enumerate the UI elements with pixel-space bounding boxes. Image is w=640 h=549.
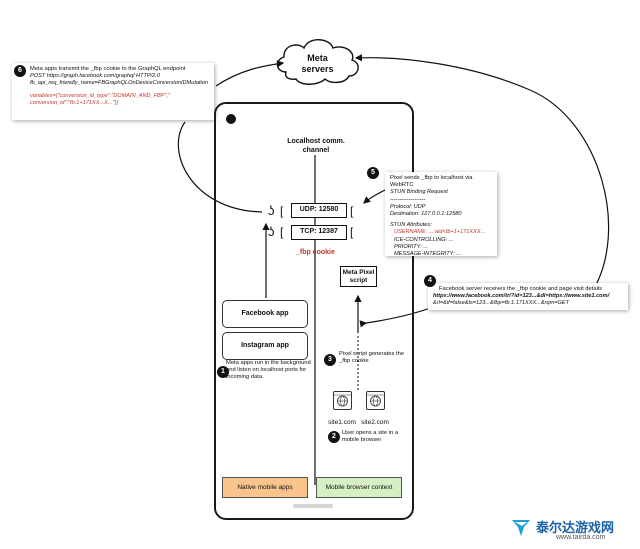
bracket-right-tcp: [ [350, 225, 354, 239]
step5-line-2: Protocol: UDP [390, 203, 426, 210]
step5-line-1: ------------------- [390, 196, 426, 203]
watermark-url: www.tairda.com [556, 534, 606, 541]
instagram-app-box: Instagram app [222, 332, 308, 360]
step5-line-7: ICE-CONTROLLING: ... [394, 236, 454, 243]
step3-badge: 3 [324, 354, 336, 366]
bracket-left-udp: [ [280, 204, 284, 218]
meta-pixel-script-box: Meta Pixel script [340, 266, 377, 287]
step5-line-8: PRIORITY: ... [394, 243, 428, 250]
step6-line2: fb_api_req_friendly_name=FBGraphQLOnDevi… [30, 80, 209, 87]
camera-dot [226, 114, 236, 124]
phone-frame [214, 102, 414, 520]
step5-line-9: MESSAGE-INTEGRITY: ... [394, 251, 461, 258]
step4-line2: &rl=&if=false&ts=123...&fbp=fb.1.171XXX.… [433, 300, 570, 307]
facebook-app-box: Facebook app [222, 300, 308, 328]
step6-line3: variables={"conversion_id_type":"DOMAIN_… [30, 92, 171, 99]
cloud-shape [276, 39, 359, 85]
step5-line-3: Destination: 127.0.0.1:12580 [390, 211, 462, 218]
step5-line-5: STUN Attributes: [390, 222, 432, 229]
step4-badge: 4 [424, 275, 436, 287]
step5-badge: 5 [367, 167, 379, 179]
step4-line1: https://www.facebook.com/tr/?id=123...&d… [433, 293, 610, 300]
localhost-channel-label: Localhost comm. channel [287, 138, 345, 154]
site1-globe-icon [333, 391, 352, 410]
step6-line1: POST https://graph.facebook.com/graphql … [30, 73, 160, 80]
fbp-cookie-label: _fbp cookie [296, 249, 335, 256]
ear-icon-tcp: ʖ [268, 224, 275, 239]
step4-callout: Facebook server receives the _fbp cookie… [428, 283, 628, 310]
home-indicator [293, 504, 333, 508]
step6-title: Meta apps transmit the _fbp cookie to th… [30, 66, 186, 72]
watermark-logo-icon [509, 516, 533, 540]
step5-title: Pixel sends _fbp to localhost via WebRTC [390, 175, 473, 189]
step3-text: Pixel script generates the _fbp cookie [339, 351, 405, 364]
step6-callout: Meta apps transmit the _fbp cookie to th… [12, 63, 214, 120]
site1-label: site1.com [328, 419, 356, 426]
site2-label: site2.com [361, 419, 389, 426]
bracket-left-tcp: [ [280, 225, 284, 239]
site2-globe-icon [366, 391, 385, 410]
step5-line-0: STUN Binding Request [390, 189, 448, 196]
ear-icon-udp: ʖ [268, 203, 275, 218]
step1-text: Meta apps run in the background and list… [226, 360, 311, 380]
native-apps-context: Native mobile apps [222, 477, 308, 498]
meta-servers-label: Meta servers [301, 53, 334, 74]
browser-context: Mobile browser context [316, 477, 402, 498]
step5-line-6: USERNAME: ...:aid<fb+1+171XXX... [394, 229, 486, 236]
tcp-port-box: TCP: 12387 [291, 225, 347, 240]
watermark-brand: 泰尔达游戏网 [536, 520, 615, 535]
step6-badge: 6 [14, 65, 26, 77]
step1-badge: 1 [217, 366, 229, 378]
bracket-right-udp: [ [350, 204, 354, 218]
udp-port-box: UDP: 12580 [291, 203, 347, 218]
step5-callout: Pixel sends _fbp to localhost via WebRTC… [385, 172, 497, 258]
step6-line4: conversion_id":"fb.1+171XX...X..."}} [30, 99, 119, 106]
step2-badge: 2 [328, 431, 340, 443]
step4-title: Facebook server receives the _fbp cookie… [439, 286, 603, 292]
step2-text: User opens a site in a mobile browser [342, 430, 399, 443]
